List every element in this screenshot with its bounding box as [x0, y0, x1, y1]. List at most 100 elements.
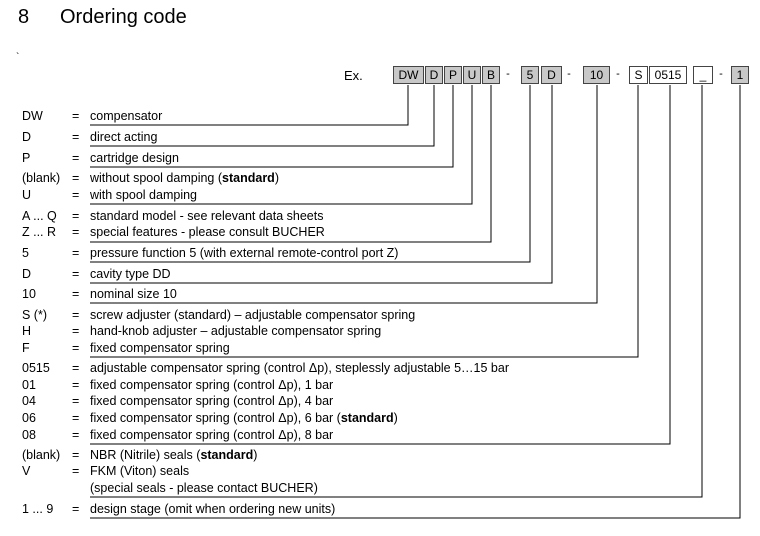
description-emphasis: standard	[340, 411, 394, 425]
legend-description: fixed compensator spring (control Δp), 6…	[90, 411, 398, 425]
legend-equals: =	[72, 394, 80, 408]
legend-equals: =	[72, 308, 80, 322]
description-tail: )	[393, 411, 398, 425]
description-text: NBR (Nitrile) seals (	[90, 448, 201, 462]
section-title: Ordering code	[60, 6, 187, 28]
code-field: S	[629, 66, 648, 84]
code-field: U	[463, 66, 481, 84]
code-field: 5	[521, 66, 539, 84]
legend-equals: =	[72, 324, 80, 338]
legend-description: pressure function 5 (with external remot…	[90, 246, 398, 260]
description-tail: )	[274, 171, 279, 185]
legend-equals: =	[72, 109, 80, 123]
code-field: D	[425, 66, 443, 84]
legend-description: FKM (Viton) seals	[90, 464, 189, 478]
description-text: fixed compensator spring (control Δp), 4…	[90, 394, 334, 408]
description-text: fixed compensator spring (control Δp), 8…	[90, 428, 334, 442]
legend-description: cartridge design	[90, 151, 179, 165]
legend-term: 1 ... 9	[22, 502, 54, 516]
legend-equals: =	[72, 130, 80, 144]
legend-description: special features - please consult BUCHER	[90, 225, 325, 239]
legend-equals: =	[72, 361, 80, 375]
description-text: fixed compensator spring (control Δp), 6…	[90, 411, 341, 425]
legend-description: adjustable compensator spring (control Δ…	[90, 361, 509, 375]
legend-description: without spool damping (standard)	[90, 171, 279, 185]
legend-description: nominal size 10	[90, 287, 177, 301]
legend-equals: =	[72, 464, 80, 478]
legend-equals: =	[72, 287, 80, 301]
description-text: direct acting	[90, 130, 158, 144]
legend-description: standard model - see relevant data sheet…	[90, 209, 323, 223]
legend-equals: =	[72, 188, 80, 202]
legend-term: P	[22, 151, 31, 165]
code-field: 0515	[649, 66, 687, 84]
legend-equals: =	[72, 448, 80, 462]
description-text: screw adjuster (standard) – adjustable c…	[90, 308, 416, 322]
legend-term: U	[22, 188, 32, 202]
description-text: cavity type DD	[90, 267, 171, 281]
code-field: P	[444, 66, 462, 84]
legend-term: 10	[22, 287, 36, 301]
legend-term: Z ... R	[22, 225, 57, 239]
legend-description: cavity type DD	[90, 267, 171, 281]
code-field: 1	[731, 66, 749, 84]
legend-term: D	[22, 130, 32, 144]
connector-line	[90, 85, 671, 445]
connector-line	[90, 85, 741, 519]
code-field: _	[693, 66, 713, 84]
description-text: adjustable compensator spring (control Δ…	[90, 361, 509, 375]
legend-equals: =	[72, 225, 80, 239]
description-text: design stage (omit when ordering new uni…	[90, 502, 336, 516]
legend-description: direct acting	[90, 130, 157, 144]
connector-line	[90, 85, 409, 126]
code-separator: -	[616, 68, 620, 80]
description-emphasis: standard	[222, 171, 275, 185]
description-text: hand-knob adjuster – adjustable compensa…	[90, 324, 382, 338]
legend-term: 01	[22, 378, 36, 392]
legend-term: 04	[22, 394, 36, 408]
code-field: B	[482, 66, 500, 84]
section-number: 8	[18, 6, 30, 28]
legend-term: V	[22, 464, 31, 478]
code-field: DW	[393, 66, 424, 84]
description-text: with spool damping	[90, 188, 198, 202]
legend-equals: =	[72, 378, 80, 392]
code-separator: -	[506, 68, 510, 80]
legend-equals: =	[72, 246, 80, 260]
description-text: compensator	[90, 109, 163, 123]
description-text: special features - please consult BUCHER	[90, 225, 325, 239]
legend-description: NBR (Nitrile) seals (standard)	[90, 448, 257, 462]
code-separator: -	[567, 68, 571, 80]
legend-description: compensator	[90, 109, 162, 123]
code-field: D	[541, 66, 562, 84]
legend-term: (blank)	[22, 171, 61, 185]
legend-equals: =	[72, 151, 80, 165]
legend-term: D	[22, 267, 32, 281]
legend-term: 08	[22, 428, 36, 442]
description-text: cartridge design	[90, 151, 179, 165]
connector-line	[90, 85, 435, 147]
code-field: 10	[583, 66, 610, 84]
connector-line	[90, 85, 531, 263]
legend-term: A ... Q	[22, 209, 57, 223]
connector-line	[90, 85, 598, 304]
legend-term: 06	[22, 411, 36, 425]
legend-equals: =	[72, 411, 80, 425]
legend-description: screw adjuster (standard) – adjustable c…	[90, 308, 415, 322]
description-text: FKM (Viton) seals	[90, 464, 190, 478]
connector-line	[90, 85, 473, 205]
description-text: pressure function 5 (with external remot…	[90, 246, 399, 260]
legend-description: with spool damping	[90, 188, 197, 202]
description-text: fixed compensator spring	[90, 341, 230, 355]
legend-term: F	[22, 341, 30, 355]
legend-term: 5	[22, 246, 29, 260]
code-separator: -	[719, 68, 723, 80]
description-tail: )	[253, 448, 258, 462]
legend-equals: =	[72, 341, 80, 355]
example-label: Ex.	[344, 68, 363, 83]
connector-line	[90, 85, 454, 168]
legend-description: fixed compensator spring	[90, 341, 230, 355]
connector-line	[90, 85, 553, 284]
connector-line	[90, 85, 703, 498]
